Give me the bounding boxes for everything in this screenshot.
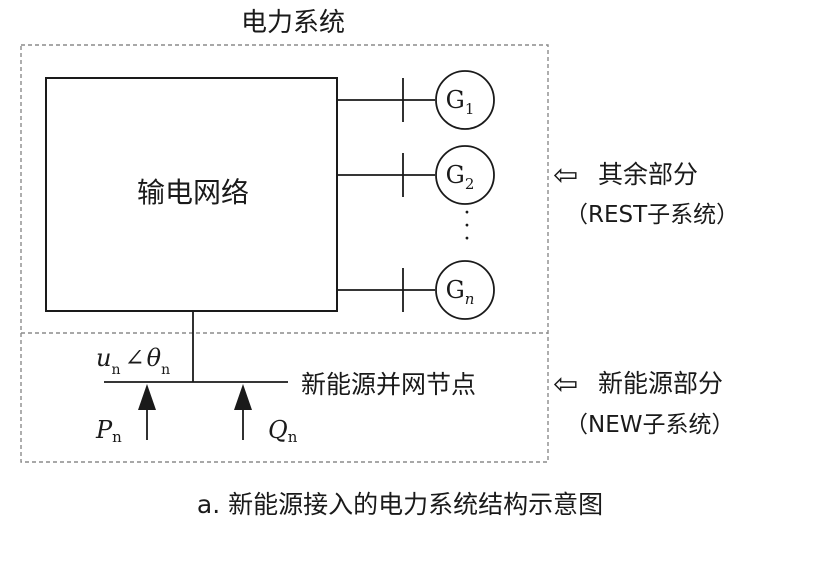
rest-arrow-icon: ⇦ <box>553 158 578 193</box>
transmission-network-label: 输电网络 <box>137 176 249 209</box>
ellipsis-dot-2: · <box>464 214 471 239</box>
ellipsis-dot-3: · <box>464 227 471 252</box>
new-part-label: 新能源部分 <box>598 369 723 398</box>
transmission-network-box <box>45 77 338 312</box>
q-injection-arrowhead <box>234 384 252 410</box>
bus-label: 新能源并网节点 <box>301 370 476 399</box>
generator-n-label: Gn <box>446 276 475 308</box>
rest-subsystem-label: （REST子系统） <box>565 202 739 228</box>
q-injection-label: Qn <box>268 416 298 446</box>
bus-voltage-label: un∠θn <box>96 344 170 378</box>
figure-caption: a. 新能源接入的电力系统结构示意图 <box>197 490 603 519</box>
power-system-boundary <box>20 44 549 463</box>
p-injection-label: Pn <box>95 416 122 446</box>
ellipsis-dot-1: · <box>464 201 471 226</box>
new-subsystem-label: （NEW子系统） <box>565 412 734 438</box>
generator-2-symbol <box>435 145 495 205</box>
p-injection-arrowhead <box>138 384 156 410</box>
rest-part-label: 其余部分 <box>598 160 698 189</box>
new-arrow-icon: ⇦ <box>553 367 578 402</box>
generator-2-label: G2 <box>446 161 475 193</box>
generator-1-symbol <box>435 70 495 130</box>
system-title: 电力系统 <box>241 8 345 38</box>
generator-n-symbol <box>435 260 495 320</box>
generator-1-label: G1 <box>446 86 475 118</box>
